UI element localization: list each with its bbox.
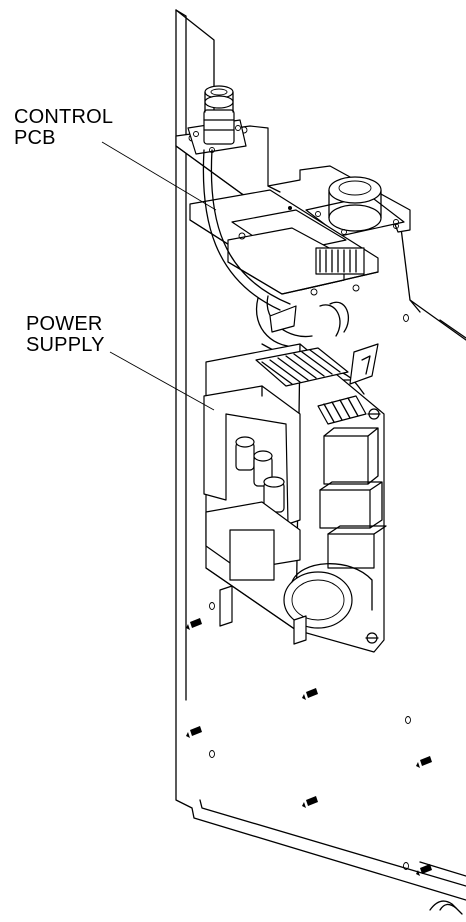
callout-control-pcb-line2: PCB: [14, 127, 56, 149]
control-pcb: [189, 189, 379, 296]
power-supply: [203, 343, 387, 653]
mounting-clip: [269, 305, 379, 385]
callout-power-supply-line2: SUPPLY: [26, 334, 105, 356]
leader-line-control-pcb: [101, 141, 217, 211]
connector-left: [187, 85, 247, 155]
callout-power-supply: POWER SUPPLY: [26, 314, 105, 356]
callout-control-pcb: CONTROL PCB: [14, 107, 113, 149]
leader-line-power-supply: [109, 351, 215, 411]
panel-screws: [186, 618, 432, 876]
callout-control-pcb-line1: CONTROL: [14, 106, 114, 128]
connector-right: [305, 176, 405, 237]
callout-power-supply-line1: POWER: [26, 313, 103, 335]
panel-holes: [209, 314, 411, 870]
